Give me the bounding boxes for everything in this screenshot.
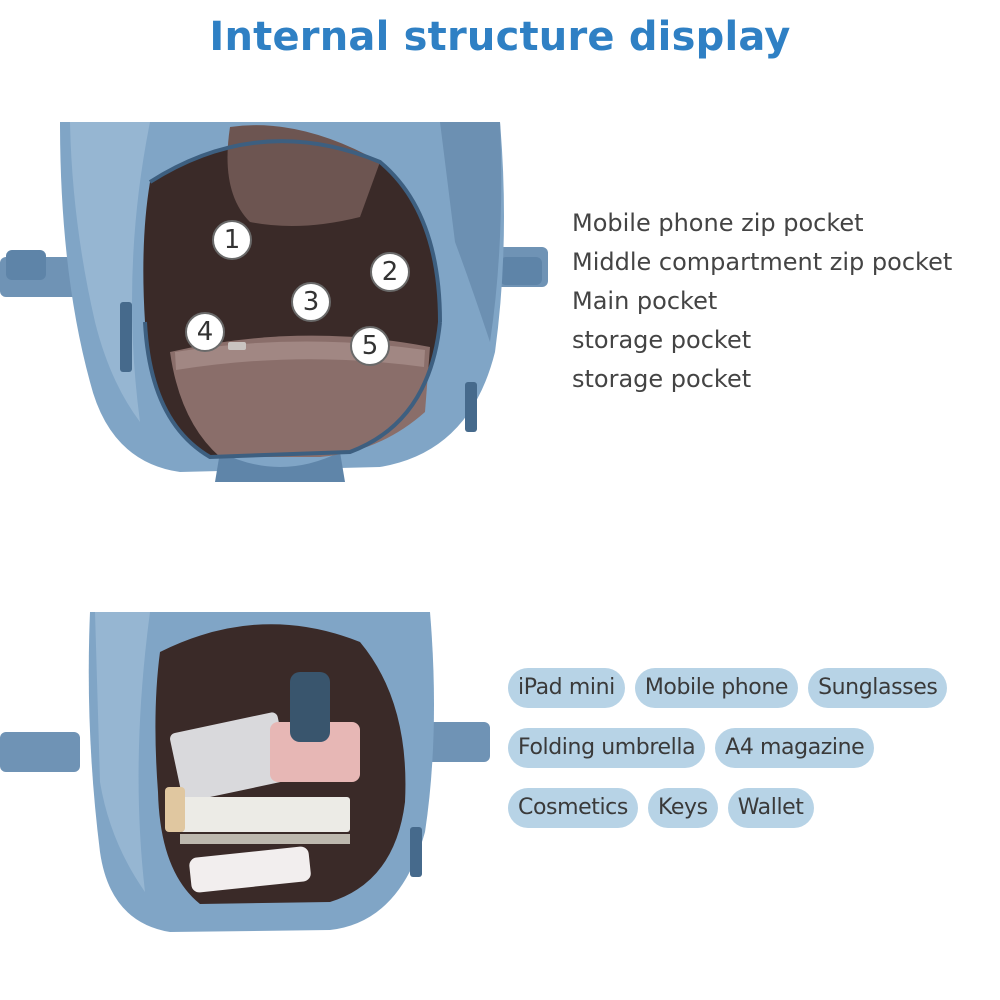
tag-folding-umbrella: Folding umbrella (508, 728, 706, 768)
tag-row-3: Cosmetics Keys Wallet (508, 788, 994, 828)
tag-mobile-phone: Mobile phone (634, 668, 799, 708)
tag-a4-magazine: A4 magazine (715, 728, 875, 768)
tag-ipad-mini: iPad mini (508, 668, 625, 708)
page-title: Internal structure display (209, 14, 791, 60)
marker-2: 2 (370, 252, 410, 292)
capacity-tags: iPad mini Mobile phone Sunglasses Foldin… (508, 668, 994, 848)
bag-interior-illustration (0, 122, 548, 482)
bag-interior-photo: 1 2 3 4 5 (0, 122, 560, 482)
tag-keys: Keys (647, 788, 718, 828)
marker-5: 5 (350, 326, 390, 366)
marker-1: 1 (212, 220, 252, 260)
pocket-item-4: storage pocket (572, 326, 752, 354)
tag-cosmetics: Cosmetics (508, 788, 638, 828)
marker-4: 4 (185, 312, 225, 352)
bag-contents-photo (0, 612, 500, 932)
pocket-item-1: Mobile phone zip pocket (572, 209, 864, 237)
tag-wallet: Wallet (727, 788, 814, 828)
pocket-item-5: storage pocket (572, 365, 752, 393)
tag-row-2: Folding umbrella A4 magazine (508, 728, 994, 768)
pocket-list: Mobile phone zip pocket Middle compartme… (572, 204, 952, 399)
tag-row-1: iPad mini Mobile phone Sunglasses (508, 668, 994, 708)
pocket-item-3: Main pocket (572, 287, 718, 315)
tag-sunglasses: Sunglasses (808, 668, 948, 708)
bag-contents-illustration (0, 612, 490, 932)
pocket-item-2: Middle compartment zip pocket (572, 248, 953, 276)
marker-3: 3 (291, 282, 331, 322)
